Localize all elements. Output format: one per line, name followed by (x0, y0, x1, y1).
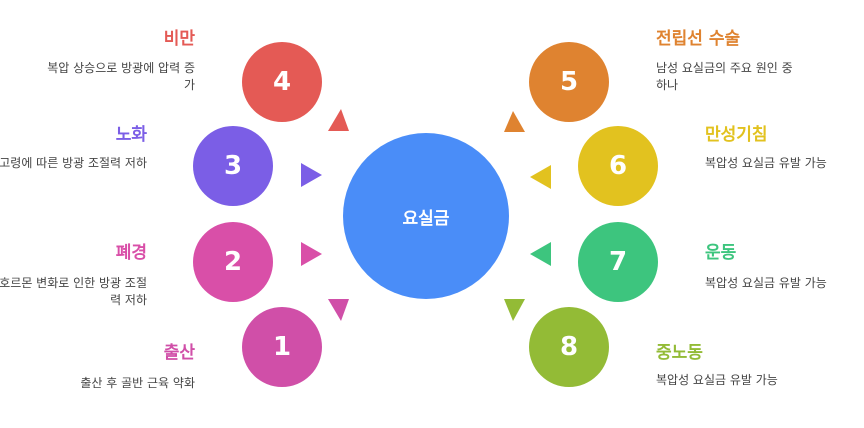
item-title: 비만 (163, 29, 195, 49)
item-description: 복압성 요실금 유발 가능 (656, 373, 778, 387)
center-hub: 요실금 (343, 133, 509, 299)
node-6: 6 (578, 126, 658, 206)
node-4: 4 (242, 42, 322, 122)
arrow-2 (301, 242, 322, 266)
node-8: 8 (529, 307, 609, 387)
item-title: 출산 (163, 343, 195, 363)
node-5: 5 (529, 42, 609, 122)
item-title: 전립선 수술 (656, 29, 741, 49)
node-number: 2 (223, 247, 243, 277)
arrow-8 (504, 299, 525, 321)
item-title: 중노동 (656, 343, 703, 363)
item-title: 만성기침 (705, 125, 768, 145)
item-title: 운동 (705, 243, 737, 263)
arrow-1 (328, 299, 349, 321)
item-description: 고령에 따른 방광 조절력 저하 (0, 156, 147, 170)
item-description: 복압성 요실금 유발 가능 (705, 156, 827, 170)
node-number: 4 (272, 67, 292, 97)
arrow-6 (530, 165, 551, 189)
node-number: 1 (272, 332, 292, 362)
node-number: 3 (223, 151, 243, 181)
arrow-3 (301, 163, 322, 187)
item-title: 노화 (115, 125, 147, 145)
item-description: 호르몬 변화로 인한 방광 조절력 저하 (0, 276, 147, 307)
center-label: 요실금 (402, 208, 450, 229)
node-3: 3 (193, 126, 273, 206)
item-description: 남성 요실금의 주요 원인 중 하나 (656, 61, 793, 92)
arrow-7 (530, 242, 551, 266)
item-title: 폐경 (115, 243, 147, 263)
item-description: 복압 상승으로 방광에 압력 증가 (47, 61, 195, 92)
node-7: 7 (578, 222, 658, 302)
node-number: 6 (608, 151, 628, 181)
arrow-4 (328, 109, 349, 131)
node-number: 7 (608, 247, 628, 277)
arrow-5 (504, 111, 525, 132)
item-description: 출산 후 골반 근육 약화 (80, 376, 195, 390)
node-1: 1 (242, 307, 322, 387)
node-number: 5 (559, 67, 579, 97)
node-2: 2 (193, 222, 273, 302)
item-description: 복압성 요실금 유발 가능 (705, 276, 827, 290)
node-number: 8 (559, 332, 579, 362)
